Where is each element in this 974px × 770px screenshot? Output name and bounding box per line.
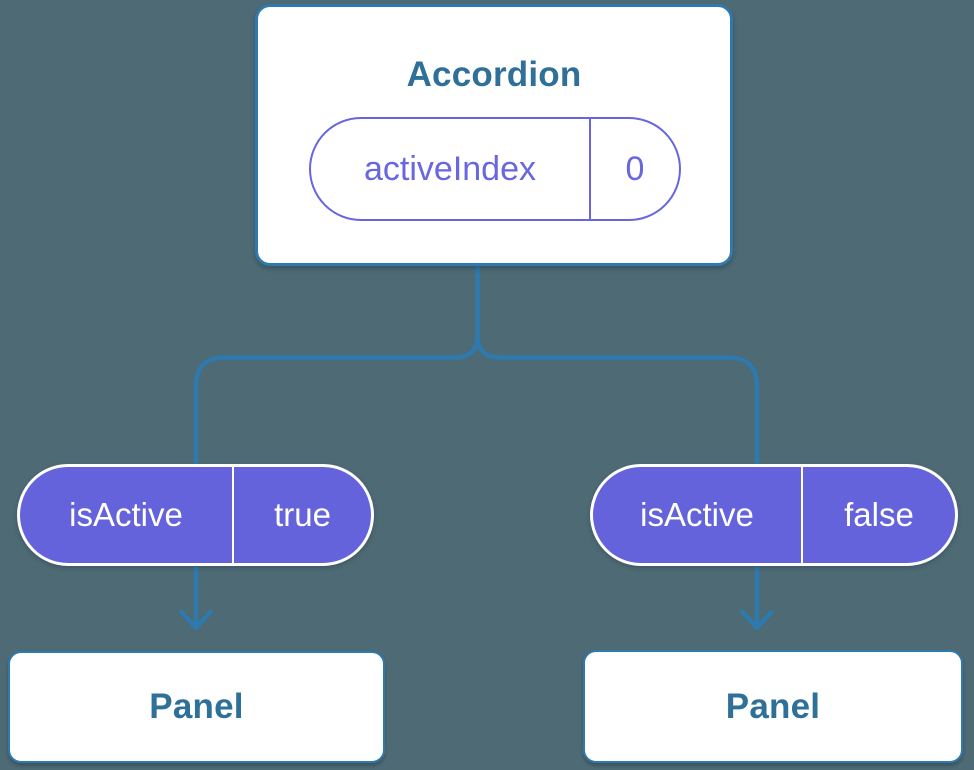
arrowhead-right-icon [740, 609, 774, 631]
prop-name-label: isActive [593, 467, 803, 563]
panel-title: Panel [149, 687, 244, 726]
prop-value-label: false [844, 496, 914, 533]
prop-name-label: isActive [20, 467, 234, 563]
state-value-label: 0 [625, 149, 645, 188]
panel-component-card-left: Panel [8, 651, 385, 763]
prop-value-label: true [274, 496, 331, 533]
prop-pill-isactive-false: isActive false [590, 464, 958, 566]
arrowhead-left-icon [179, 609, 213, 631]
component-title: Accordion [406, 55, 582, 94]
state-pill-activeindex: activeIndex 0 [309, 117, 681, 221]
accordion-component-card: Accordion activeIndex 0 [255, 4, 733, 266]
panel-component-card-right: Panel [583, 650, 963, 763]
connector-branch-right [475, 260, 760, 629]
connector-branch-left [193, 260, 480, 629]
state-name-label: activeIndex [311, 119, 591, 219]
panel-title: Panel [725, 686, 821, 726]
prop-pill-isactive-true: isActive true [17, 464, 374, 566]
